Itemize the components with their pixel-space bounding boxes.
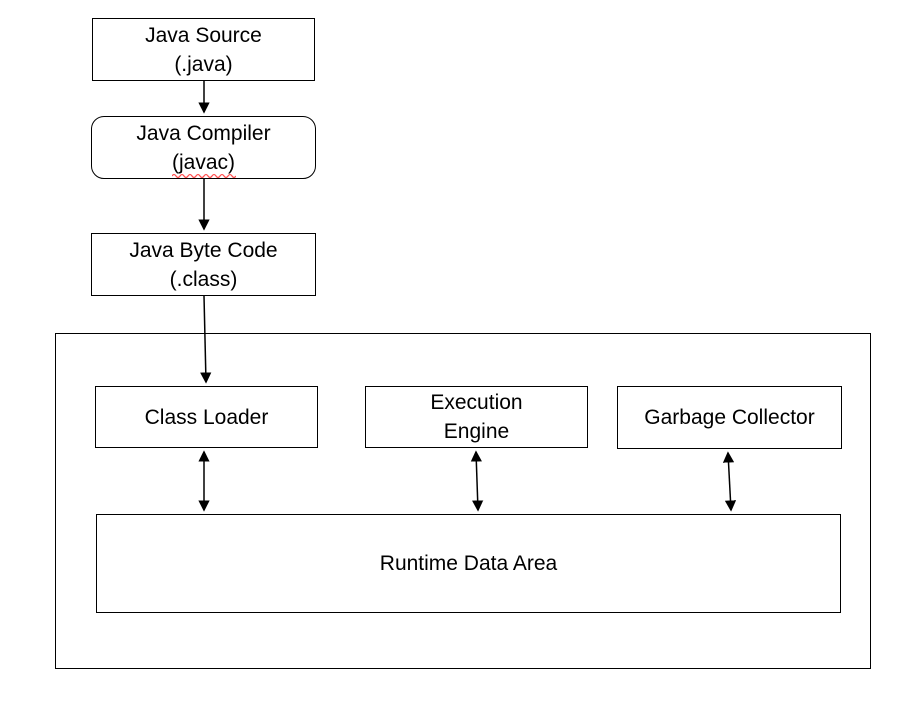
box-java-byte-code-line1: Java Byte Code (129, 238, 278, 262)
box-runtime-data-area-label: Runtime Data Area (379, 552, 558, 575)
box-garbage-collector: Garbage Collector (617, 386, 842, 449)
box-runtime-data-area: Runtime Data Area (96, 514, 841, 613)
box-java-source-line2: (.java) (174, 52, 233, 76)
jvm-container-frame (55, 333, 871, 669)
box-execution-engine-line1: Execution (430, 391, 523, 414)
box-java-source: Java Source (.java) (92, 18, 315, 81)
box-java-source-line1: Java Source (145, 23, 262, 47)
box-java-compiler: Java Compiler (javac) (91, 116, 316, 179)
box-java-byte-code: Java Byte Code (.class) (91, 233, 316, 296)
box-java-compiler-line1: Java Compiler (136, 121, 271, 145)
box-execution-engine-line2: Engine (443, 420, 510, 443)
box-java-compiler-line2: (javac) (171, 150, 235, 174)
box-execution-engine: Execution Engine (365, 386, 588, 448)
box-garbage-collector-label: Garbage Collector (644, 406, 815, 429)
box-class-loader-label: Class Loader (144, 405, 269, 429)
box-class-loader: Class Loader (95, 386, 318, 448)
box-java-byte-code-line2: (.class) (169, 267, 238, 291)
